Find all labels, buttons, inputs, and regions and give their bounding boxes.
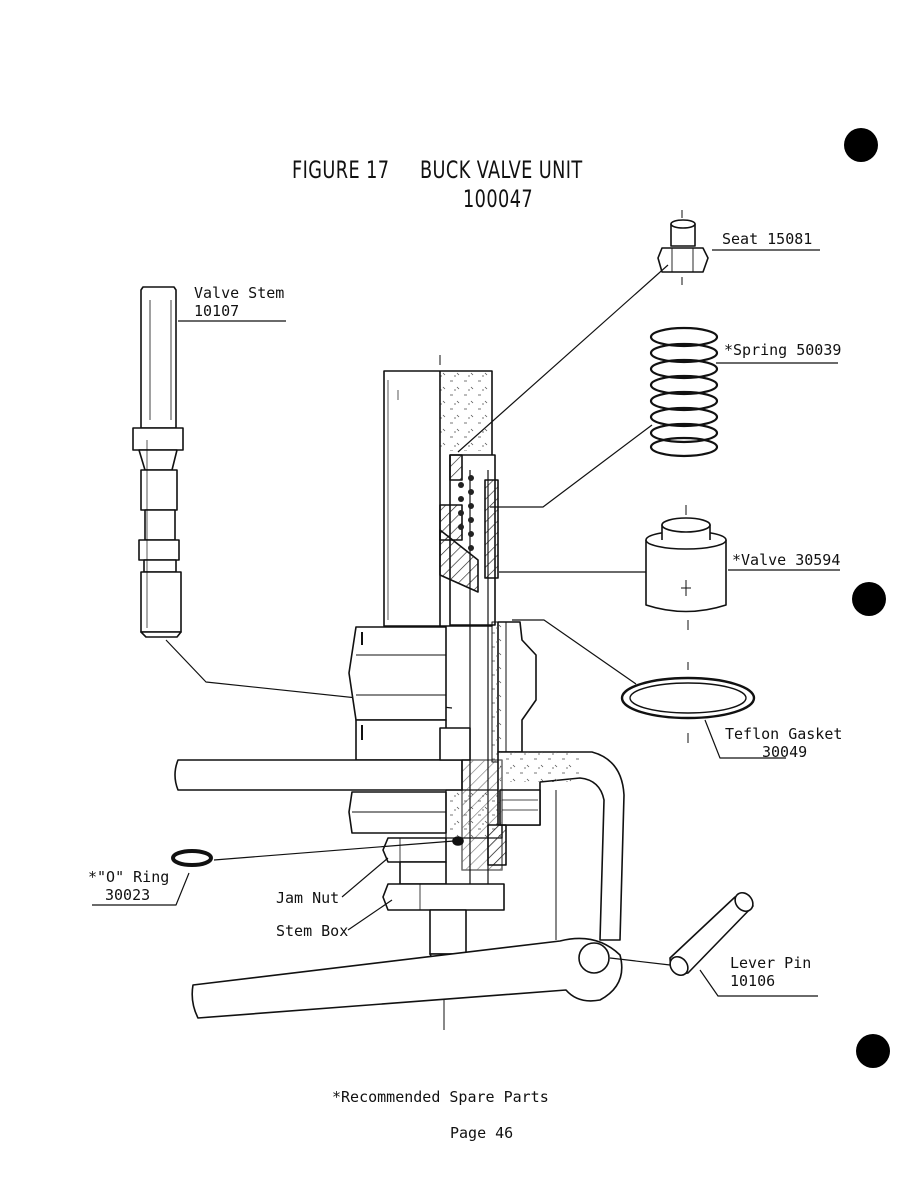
jam-nut-label: Jam Nut bbox=[276, 889, 340, 907]
lever-pin-number: 10106 bbox=[730, 972, 776, 990]
valve-stem-label: Valve Stem bbox=[194, 284, 285, 302]
o-ring-part bbox=[171, 849, 213, 867]
spring-part bbox=[649, 326, 719, 458]
teflon-gasket-number: 30049 bbox=[762, 743, 808, 761]
seat-part bbox=[657, 210, 709, 285]
o-ring-number: 30023 bbox=[105, 886, 151, 904]
spring-label: *Spring 50039 bbox=[724, 341, 842, 359]
spare-parts-note: *Recommended Spare Parts bbox=[332, 1088, 549, 1106]
valve-label: *Valve 30594 bbox=[732, 551, 841, 569]
lever-handle bbox=[191, 937, 623, 1019]
figure-number: FIGURE 17 bbox=[292, 156, 390, 184]
valve-part bbox=[645, 505, 727, 630]
punch-hole-middle bbox=[852, 582, 886, 616]
assembly-number: 100047 bbox=[463, 185, 534, 213]
teflon-gasket-label: Teflon Gasket bbox=[725, 725, 843, 743]
o-ring-label: *"O" Ring bbox=[88, 868, 170, 886]
valve-body bbox=[174, 355, 625, 1030]
teflon-gasket-part bbox=[620, 662, 756, 743]
valve-stem-part bbox=[132, 286, 184, 638]
punch-hole-bottom bbox=[856, 1034, 890, 1068]
lever-pin-part bbox=[669, 891, 754, 977]
lever-pin-label: Lever Pin bbox=[730, 954, 812, 972]
valve-stem-number: 10107 bbox=[194, 302, 240, 320]
stem-box-label: Stem Box bbox=[276, 922, 349, 940]
seat-label: Seat 15081 bbox=[722, 230, 813, 248]
figure-title: BUCK VALVE UNIT bbox=[420, 156, 583, 184]
punch-hole-top bbox=[844, 128, 878, 162]
page-number: Page 46 bbox=[450, 1124, 514, 1142]
